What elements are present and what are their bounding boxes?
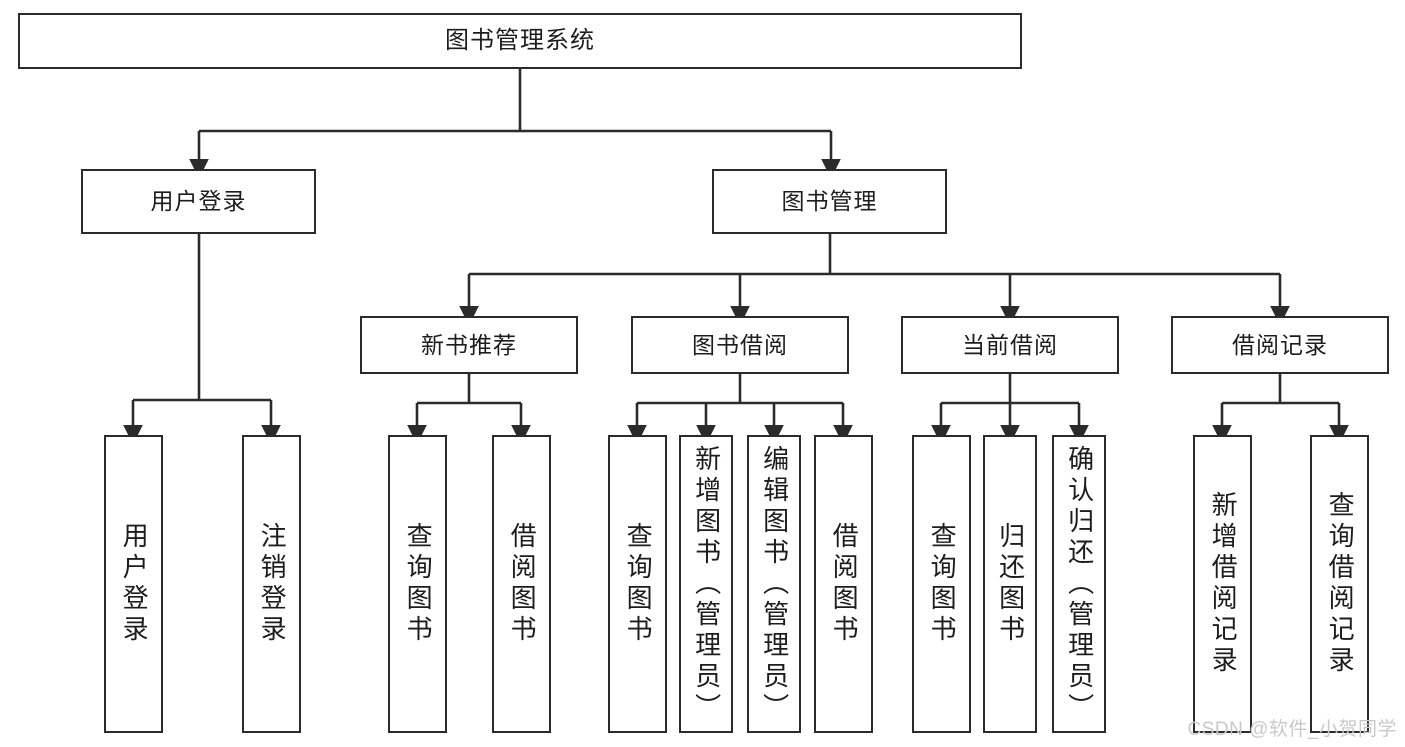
node-leaf-user-login[interactable]: 用户登录 <box>104 435 163 733</box>
node-leaf-query-book-borrow[interactable]: 查询图书 <box>608 435 667 733</box>
node-leaf-edit-book[interactable]: 编辑图书（管理员） <box>747 435 801 733</box>
node-label: 注销登录 <box>257 522 288 646</box>
node-label: 编辑图书（管理员） <box>759 444 790 724</box>
node-book-borrow[interactable]: 图书借阅 <box>631 316 849 374</box>
node-label: 新增借阅记录 <box>1208 491 1239 677</box>
node-leaf-query-borrow-record[interactable]: 查询借阅记录 <box>1310 435 1369 733</box>
node-label: 查询借阅记录 <box>1325 491 1356 677</box>
node-label: 新书推荐 <box>421 331 517 358</box>
node-label: 图书管理系统 <box>445 27 595 54</box>
node-label: 确认归还（管理员） <box>1064 444 1095 724</box>
node-leaf-add-book[interactable]: 新增图书（管理员） <box>679 435 733 733</box>
node-leaf-add-borrow-record[interactable]: 新增借阅记录 <box>1193 435 1252 733</box>
node-label: 借阅图书 <box>829 522 860 646</box>
node-leaf-user-logout[interactable]: 注销登录 <box>242 435 301 733</box>
node-label: 图书管理 <box>781 188 878 215</box>
node-book-management-system[interactable]: 图书管理系统 <box>18 13 1022 69</box>
node-label: 当前借阅 <box>962 331 1058 358</box>
node-label: 查询图书 <box>403 522 434 646</box>
node-label: 图书借阅 <box>692 331 788 358</box>
node-label: 借阅图书 <box>507 522 538 646</box>
node-new-book-recommend[interactable]: 新书推荐 <box>360 316 578 374</box>
node-leaf-query-book-current[interactable]: 查询图书 <box>912 435 971 733</box>
node-book-manage[interactable]: 图书管理 <box>712 169 947 234</box>
node-label: 新增图书（管理员） <box>691 444 722 724</box>
node-label: 用户登录 <box>150 188 247 215</box>
node-leaf-confirm-return[interactable]: 确认归还（管理员） <box>1052 435 1106 733</box>
node-label: 借阅记录 <box>1232 331 1328 358</box>
node-leaf-borrow-book-recommend[interactable]: 借阅图书 <box>492 435 551 733</box>
node-user-login[interactable]: 用户登录 <box>81 169 316 234</box>
node-label: 归还图书 <box>995 522 1026 646</box>
node-label: 用户登录 <box>119 522 150 646</box>
node-label: 查询图书 <box>927 522 958 646</box>
node-leaf-return-book[interactable]: 归还图书 <box>983 435 1037 733</box>
node-current-borrow[interactable]: 当前借阅 <box>901 316 1119 374</box>
node-leaf-query-book-recommend[interactable]: 查询图书 <box>388 435 447 733</box>
node-borrow-record[interactable]: 借阅记录 <box>1171 316 1389 374</box>
node-leaf-borrow-book[interactable]: 借阅图书 <box>814 435 873 733</box>
watermark-text: CSDN @软件_小贺同学 <box>1187 719 1397 740</box>
node-label: 查询图书 <box>623 522 654 646</box>
